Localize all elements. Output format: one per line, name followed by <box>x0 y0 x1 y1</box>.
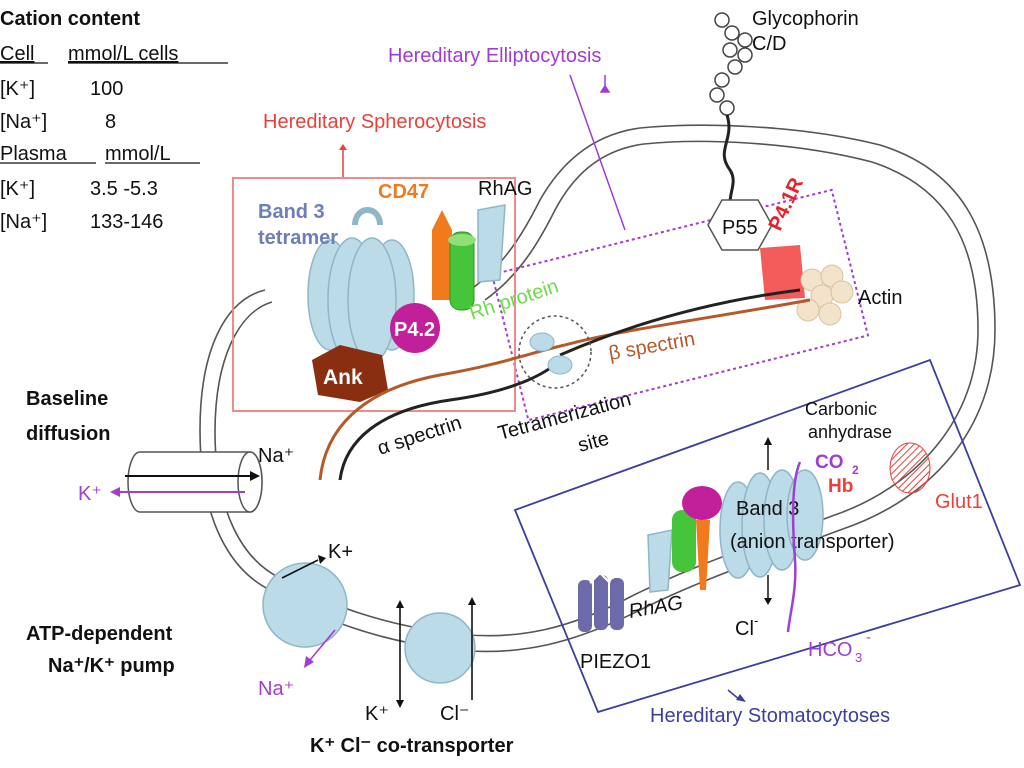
rh-protein <box>448 231 476 311</box>
anhydrase-label: anhydrase <box>808 422 892 442</box>
kcl-cotransporter <box>396 597 476 708</box>
p42-protein <box>390 303 440 353</box>
piezo1-channel <box>578 571 624 632</box>
cell-na-value: 8 <box>105 111 116 133</box>
pump-label-1: ATP-dependent <box>26 623 173 645</box>
band3-tetramer-label: Band 3 <box>258 201 325 223</box>
actin-filament <box>796 264 854 326</box>
rh-bottom-protein <box>672 510 696 572</box>
pump-na-label: Na⁺ <box>258 678 294 700</box>
plasma-header: Plasma <box>0 143 68 165</box>
pump-label-2: Na⁺/K⁺ pump <box>48 655 175 677</box>
hco3-subscript: 3 <box>855 650 862 665</box>
cell-k-value: 100 <box>90 78 123 100</box>
co2-label: CO <box>815 452 844 473</box>
diffusion-label: diffusion <box>26 423 110 445</box>
cation-title: Cation content <box>0 8 140 30</box>
rhag-top-protein <box>477 204 506 283</box>
co2-subscript: 2 <box>852 463 859 477</box>
cation-table: Cation content Cell mmol/L cells [K⁺] 10… <box>0 8 228 233</box>
baseline-diffusion-channel <box>110 451 263 513</box>
hco3-superscript: - <box>866 629 871 646</box>
p42-label: P4.2 <box>394 319 435 341</box>
na-k-pump <box>262 555 348 668</box>
rhag-bottom-protein <box>647 529 673 593</box>
cell-k-label: [K⁺] <box>0 78 35 100</box>
glycophorin-label: Glycophorin <box>752 8 859 30</box>
tetramerization-site-label: site <box>576 428 612 457</box>
cd47-bottom-protein <box>696 520 710 590</box>
spherocytosis-box <box>232 177 516 412</box>
hco3-label: HCO <box>808 639 852 661</box>
baseline-label: Baseline <box>26 388 108 410</box>
elliptocytosis-pointers <box>569 74 626 231</box>
rhag-bottom-label: RhAG <box>627 592 684 623</box>
cell-header: Cell <box>0 43 34 65</box>
cd47-label: CD47 <box>378 181 429 203</box>
stomatocytoses-box <box>513 358 1022 714</box>
pump-k-label: K+ <box>328 541 353 563</box>
plasma-na-value: 133-146 <box>90 211 163 233</box>
cotransporter-k-label: K⁺ <box>365 703 389 725</box>
glycophorin <box>709 12 753 216</box>
band3-anion-transporter <box>719 469 824 579</box>
cell-membrane <box>199 124 996 653</box>
plasma-k-label: [K⁺] <box>0 178 35 200</box>
carbonic-label: Carbonic <box>805 399 877 419</box>
chloride-minus: - <box>754 613 758 628</box>
spectrin-heads <box>529 332 573 375</box>
chloride-label: Cl <box>735 618 754 640</box>
ankyrin-protein <box>312 345 388 402</box>
cd47-protein <box>432 210 452 300</box>
p41r-protein <box>760 245 805 300</box>
spherocytosis-label: Hereditary Spherocytosis <box>263 111 486 133</box>
rhag-top-label: RhAG <box>478 178 532 200</box>
band3-tetramer <box>307 207 415 363</box>
tetramerization-site-circle <box>518 315 592 389</box>
plasma-k-value: 3.5 -5.3 <box>90 178 158 200</box>
bicarbonate-path <box>786 461 802 633</box>
band3-tetramer-label-2: tetramer <box>258 227 338 249</box>
glut1-protein <box>889 442 931 494</box>
elliptocytosis-box <box>490 188 870 422</box>
cotransporter-cl-label: Cl⁻ <box>440 703 469 725</box>
p55-protein <box>707 199 773 251</box>
p55-label: P55 <box>722 217 758 239</box>
glycophorin-cd-label: C/D <box>752 33 786 55</box>
p41r-label: P4.1R <box>765 174 809 234</box>
tetramerization-label: Tetramerization <box>496 388 634 445</box>
ank-label: Ank <box>323 366 363 389</box>
diffusion-na-label: Na⁺ <box>258 445 294 467</box>
cell-units-header: mmol/L cells <box>68 43 178 65</box>
hb-label: Hb <box>828 476 853 497</box>
anion-transporter-label: (anion transporter) <box>730 531 895 553</box>
cotransporter-label: K⁺ Cl⁻ co-transporter <box>310 735 514 757</box>
stomatocytoses-label: Hereditary Stomatocytoses <box>650 705 890 727</box>
diffusion-k-label: K⁺ <box>78 483 102 505</box>
plasma-units-header: mmol/L <box>105 143 171 165</box>
glut1-label: Glut1 <box>935 491 983 513</box>
cell-na-label: [Na⁺] <box>0 111 47 133</box>
elliptocytosis-label: Hereditary Elliptocytosis <box>388 45 601 67</box>
actin-label: Actin <box>858 287 902 309</box>
piezo1-label: PIEZO1 <box>580 651 651 673</box>
p42-bottom-protein <box>682 486 722 520</box>
plasma-na-label: [Na⁺] <box>0 211 47 233</box>
band3-anion-label: Band 3 <box>736 498 799 520</box>
